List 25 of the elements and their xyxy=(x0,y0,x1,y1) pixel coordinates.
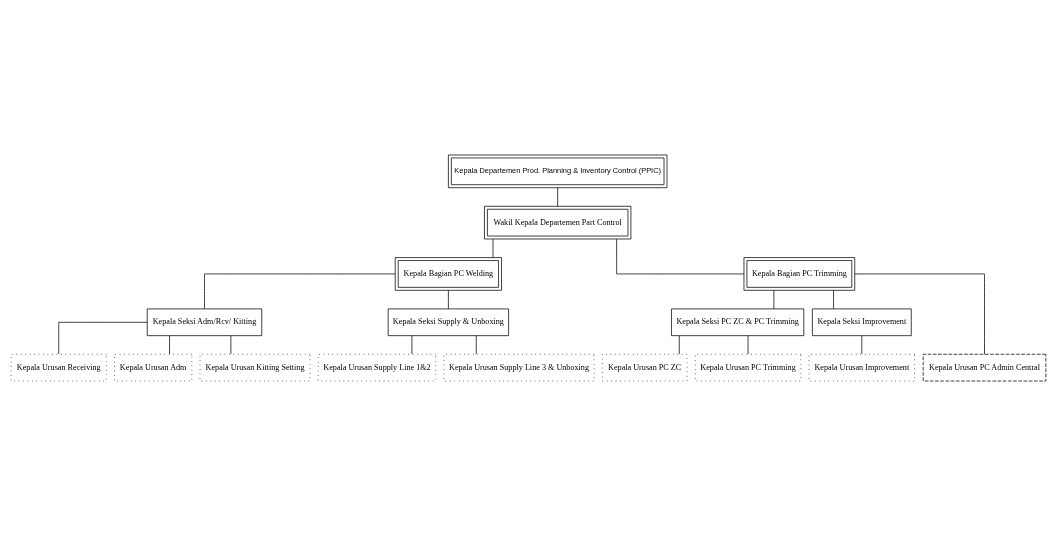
node-box: Kepala Seksi Supply & Unboxing xyxy=(387,308,509,337)
connector xyxy=(58,321,148,355)
connector xyxy=(475,335,477,355)
connector xyxy=(833,289,834,310)
connector xyxy=(169,335,170,355)
node-box: Kepala Urusan PC Trimming xyxy=(694,353,802,382)
connector xyxy=(448,289,449,310)
connector xyxy=(854,273,985,355)
connector xyxy=(557,187,559,207)
node-box: Kepala Urusan Kitting Setting xyxy=(199,353,311,382)
connector xyxy=(492,238,494,258)
node-box: Kepala Urusan Adm xyxy=(114,353,193,382)
node-box: Kepala Urusan PC ZC xyxy=(601,353,688,382)
node-box: Kepala Urusan Improvement xyxy=(808,353,915,382)
connector xyxy=(678,335,680,355)
connector xyxy=(773,289,775,310)
node-box: Kepala Urusan Receiving xyxy=(10,353,107,382)
node-box: Kepala Urusan PC Admin Central xyxy=(922,353,1047,382)
node-box: Kepala Urusan Supply Line 1&2 xyxy=(317,353,437,382)
node-box: Kepala Seksi PC ZC & PC Trimming xyxy=(671,308,805,337)
connector xyxy=(204,273,396,310)
node-box: Kepala Seksi Adm/Rcv/ Kitting xyxy=(146,308,263,337)
node-box: Kepala Seksi Improvement xyxy=(812,308,912,337)
node-box: Kepala Urusan Supply Line 3 & Unboxing xyxy=(443,353,595,382)
connector xyxy=(616,238,745,275)
